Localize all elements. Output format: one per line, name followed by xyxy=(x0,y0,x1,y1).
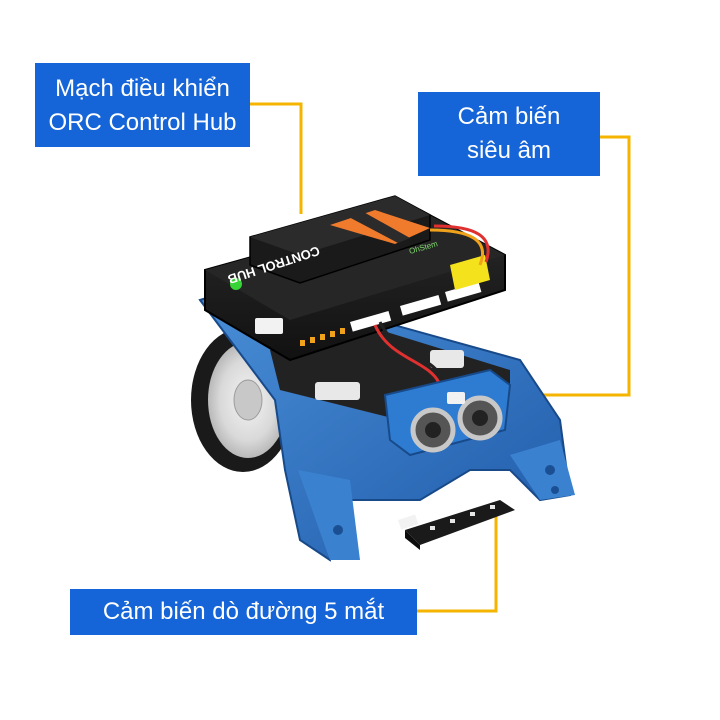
ultrasonic-sensor xyxy=(383,368,512,457)
callout-ultrasonic-label: Cảm biến siêu âm xyxy=(418,92,600,176)
leader-line-line-sensor xyxy=(417,508,498,613)
callout-line-sensor-text: Cảm biến dò đường 5 mắt xyxy=(102,598,385,625)
callout-ultrasonic-line2: siêu âm xyxy=(466,137,552,164)
sensor-wires xyxy=(373,224,490,386)
leader-line-ultrasonic xyxy=(498,135,631,397)
callout-controller-line2: ORC Control Hub xyxy=(48,109,237,136)
line-follower-sensor xyxy=(398,500,515,550)
callout-controller-label: Mạch điều khiển ORC Control Hub xyxy=(35,63,250,147)
leader-lines xyxy=(250,102,631,613)
callout-line-sensor-label: Cảm biến dò đường 5 mắt xyxy=(70,589,417,635)
callout-controller-line1: Mạch điều khiển xyxy=(55,75,230,102)
control-hub-module: CONTROL HUB OhStem xyxy=(226,195,439,287)
callout-ultrasonic-line1: Cảm biến xyxy=(457,103,561,130)
leader-line-controller xyxy=(250,102,303,214)
